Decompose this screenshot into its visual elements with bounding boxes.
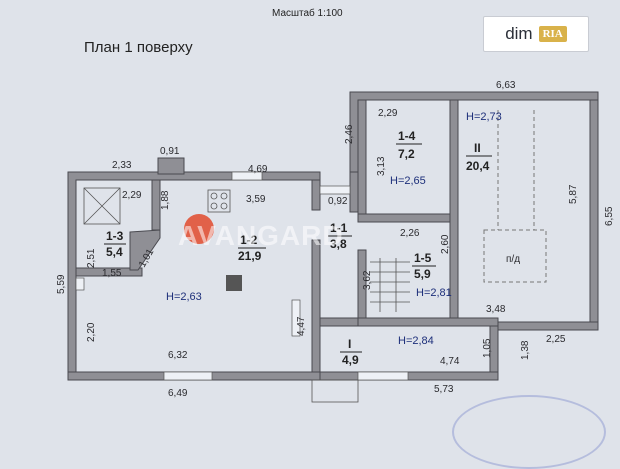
room-I-height: H=2,84 <box>398 335 434 347</box>
dim-2-46: 2,46 <box>344 124 355 144</box>
dim-2-29-b: 2,29 <box>378 108 398 119</box>
room-1-4-area: 7,2 <box>398 147 415 161</box>
room-I-area: 4,9 <box>342 353 359 367</box>
dim-3-62: 3,62 <box>362 270 373 290</box>
dim-6-49: 6,49 <box>168 388 188 399</box>
dim-2-20: 2,20 <box>86 322 97 342</box>
room-II-height: H=2,73 <box>466 111 502 123</box>
dim-0-92: 0,92 <box>328 196 348 207</box>
room-1-3-number: 1-3 <box>106 229 124 243</box>
dim-1-55: 1,55 <box>102 268 122 279</box>
room-1-2-height: H=2,63 <box>166 291 202 303</box>
logo-ria-badge: RIA <box>538 26 567 42</box>
dim-2-33: 2,33 <box>112 160 132 171</box>
dim-6-55: 6,55 <box>604 206 615 226</box>
dim-1-88: 1,88 <box>160 190 171 210</box>
room-II-number: II <box>474 141 481 155</box>
room-1-1-number: 1-1 <box>330 221 348 235</box>
room-1-4-height: H=2,65 <box>390 175 426 187</box>
room-I-number: I <box>348 337 351 351</box>
room-1-2-area: 21,9 <box>238 249 262 263</box>
dim-0-91: 0,91 <box>160 146 180 157</box>
avangard-watermark: AVANGARD <box>178 220 344 251</box>
dim-3-59: 3,59 <box>246 194 266 205</box>
dim-2-51: 2,51 <box>86 248 97 268</box>
dim-4-47: 4,47 <box>296 316 307 336</box>
room-labels: 1-3 5,4 1-2 21,9 H=2,63 1-1 3,8 1-4 7,2 … <box>104 111 520 367</box>
room-1-4-number: 1-4 <box>398 129 416 143</box>
room-II-pd-label: п/д <box>506 254 520 265</box>
dim-1-05: 1,05 <box>482 338 493 358</box>
scale-label: Масштаб 1:100 <box>272 7 343 19</box>
openings <box>75 110 547 403</box>
dim-5-87: 5,87 <box>568 184 579 204</box>
dim-4-74: 4,74 <box>440 356 460 367</box>
room-1-5-number: 1-5 <box>414 251 432 265</box>
dim-1-38: 1,38 <box>520 340 531 360</box>
room-1-5-height: H=2,81 <box>416 287 452 299</box>
logo-dim-text: dim <box>505 24 533 43</box>
dim-6-32: 6,32 <box>168 350 188 361</box>
dim-2-25: 2,25 <box>546 334 566 345</box>
dim-2-26: 2,26 <box>400 228 420 239</box>
avangard-logo-icon <box>184 214 214 244</box>
dim-4-69: 4,69 <box>248 164 268 175</box>
dim-5-59: 5,59 <box>56 274 67 294</box>
walls <box>67 91 599 381</box>
room-1-3-area: 5,4 <box>106 245 123 259</box>
dimension-labels: 2,33 0,91 4,69 2,29 3,59 0,92 1,55 6,32 … <box>56 80 615 399</box>
dim-3-13: 3,13 <box>376 156 387 176</box>
room-1-5-area: 5,9 <box>414 267 431 281</box>
dim-6-63: 6,63 <box>496 80 516 91</box>
room-II-area: 20,4 <box>466 159 490 173</box>
room-1-2-number: 1-2 <box>240 233 258 247</box>
plan-title: План 1 поверху <box>84 39 193 56</box>
room-1-1-area: 3,8 <box>330 237 347 251</box>
dim-3-48: 3,48 <box>486 304 506 315</box>
dim-2-60: 2,60 <box>440 234 451 254</box>
dim-2-29-a: 2,29 <box>122 190 142 201</box>
dim-5-73: 5,73 <box>434 384 454 395</box>
official-stamp <box>452 395 606 469</box>
dim-ria-logo[interactable]: dim RIA <box>483 16 589 52</box>
